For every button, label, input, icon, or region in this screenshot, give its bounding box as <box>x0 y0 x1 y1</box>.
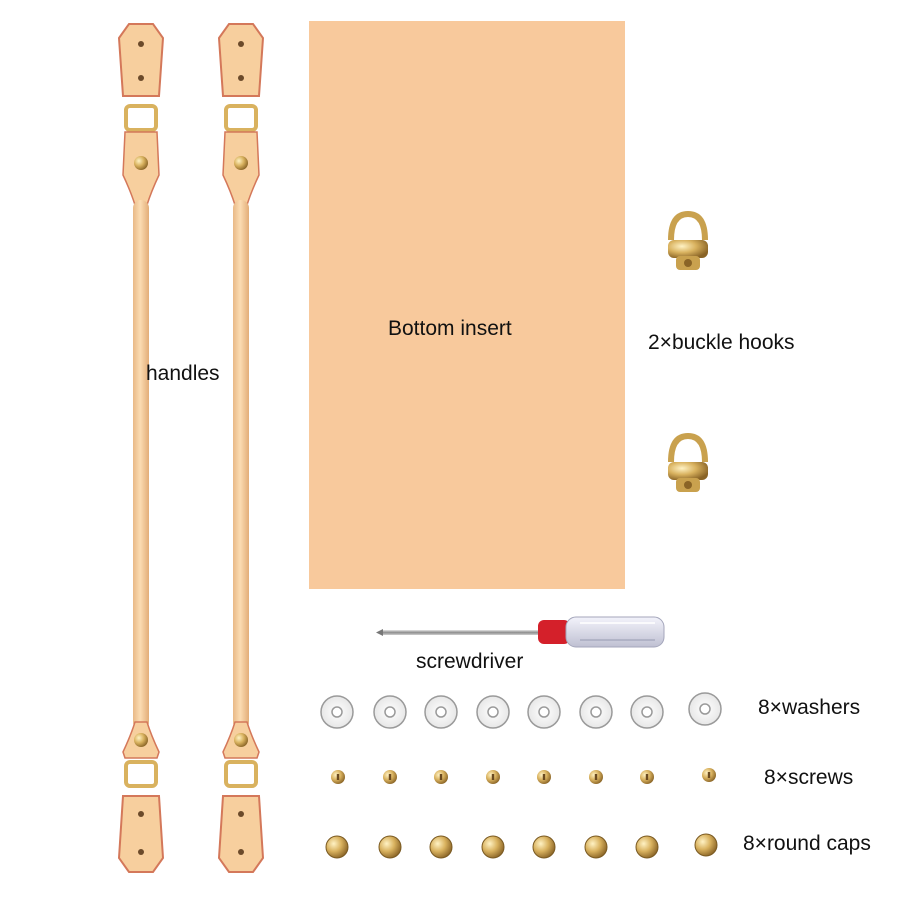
screw-icon <box>383 770 397 784</box>
round-cap-icon <box>325 835 349 859</box>
round-cap-icon <box>378 835 402 859</box>
screws-row <box>331 768 716 784</box>
washers-label: 8×washers <box>758 696 861 719</box>
bottom-insert-panel <box>309 21 625 589</box>
screw-icon <box>589 770 603 784</box>
washer-icon <box>320 695 354 729</box>
screwdriver-label: screwdriver <box>416 650 524 673</box>
washer-icon <box>424 695 458 729</box>
washer-icon <box>476 695 510 729</box>
washer-icon <box>579 695 613 729</box>
handle-strap-left <box>117 23 165 873</box>
buckle-hook-top <box>668 210 708 270</box>
washer-icon <box>373 695 407 729</box>
buckle-hooks-label: 2×buckle hooks <box>648 331 795 354</box>
screw-icon <box>434 770 448 784</box>
washer-icon <box>527 695 561 729</box>
screw-icon <box>537 770 551 784</box>
handle-strap-right <box>217 23 265 873</box>
round-cap-icon <box>481 835 505 859</box>
round-cap-icon <box>694 833 718 857</box>
round-cap-icon <box>429 835 453 859</box>
screws-label: 8×screws <box>764 766 854 789</box>
screw-icon <box>486 770 500 784</box>
screw-icon <box>331 770 345 784</box>
round-cap-icon <box>584 835 608 859</box>
washer-icon <box>630 695 664 729</box>
screwdriver-icon <box>376 616 665 648</box>
round-cap-icon <box>635 835 659 859</box>
handles-label: handles <box>146 362 220 385</box>
round-cap-icon <box>532 835 556 859</box>
round-caps-row <box>325 833 718 859</box>
screw-icon <box>640 770 654 784</box>
buckle-hook-bottom <box>668 432 708 492</box>
washers-row <box>320 692 722 729</box>
screw-icon <box>702 768 716 782</box>
round-caps-label: 8×round caps <box>743 832 871 855</box>
washer-icon <box>688 692 722 726</box>
bottom-insert-label: Bottom insert <box>388 317 512 340</box>
